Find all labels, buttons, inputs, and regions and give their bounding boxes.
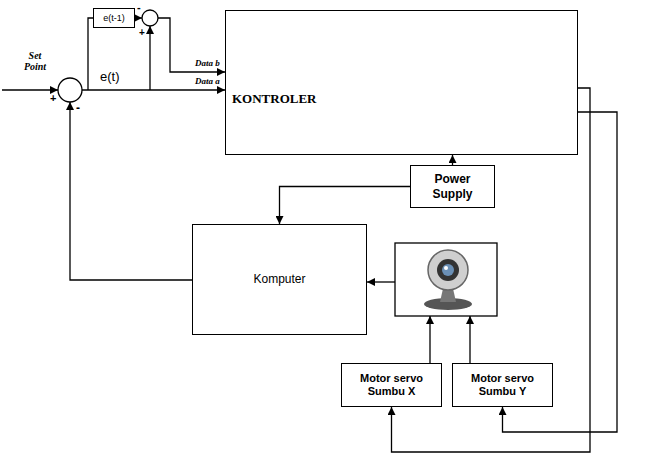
webcam-frame: [395, 243, 497, 316]
sign-label: +: [139, 27, 145, 38]
delay-output: [135, 17, 142, 18]
servo-y-link: [469, 316, 470, 363]
sign-label: -: [76, 102, 80, 115]
servo-box: Motor servo Sumbu X: [341, 363, 442, 407]
connector-arrow: [452, 155, 453, 165]
power-supply-box: Power Supply: [410, 165, 495, 208]
node-text: Motor servo Sumbu X: [346, 372, 437, 398]
delta-error-line: [158, 18, 225, 72]
signal-label: Data b: [195, 59, 220, 69]
setpoint-input: [2, 89, 58, 90]
difference-junction: [142, 10, 158, 26]
signal-label: e(t): [100, 70, 120, 84]
delay-branch: [88, 18, 93, 90]
node-text: Power Supply: [423, 172, 482, 201]
sign-label: +: [50, 92, 56, 104]
sign-label: -: [137, 1, 141, 13]
webcam-glint: [444, 266, 448, 270]
webcam-icon: [424, 250, 472, 310]
webcam-body: [428, 250, 468, 290]
node-text: Komputer: [253, 272, 305, 286]
webcam-lens: [442, 264, 454, 276]
servo-x-link: [429, 316, 430, 363]
error-line: [82, 89, 225, 90]
node-text: e(t-1): [103, 13, 125, 24]
summing-junction: [58, 78, 82, 102]
servo-box: Motor servo Sumbu Y: [452, 363, 553, 407]
connector-arrow: [280, 187, 411, 225]
node-text: KONTROLER: [232, 91, 317, 107]
setpoint-label: Set Point: [18, 50, 52, 72]
feedback-line: [70, 102, 192, 280]
error-branch: [149, 26, 150, 90]
signal-label: Data a: [195, 77, 220, 87]
webcam-lens-ring: [437, 259, 459, 281]
delay-box: e(t-1): [93, 8, 135, 28]
computer-box: Komputer: [192, 224, 367, 335]
node-text: Motor servo Sumbu Y: [457, 372, 548, 398]
controller-box: KONTROLER: [225, 10, 578, 155]
camera-link: [367, 281, 395, 282]
